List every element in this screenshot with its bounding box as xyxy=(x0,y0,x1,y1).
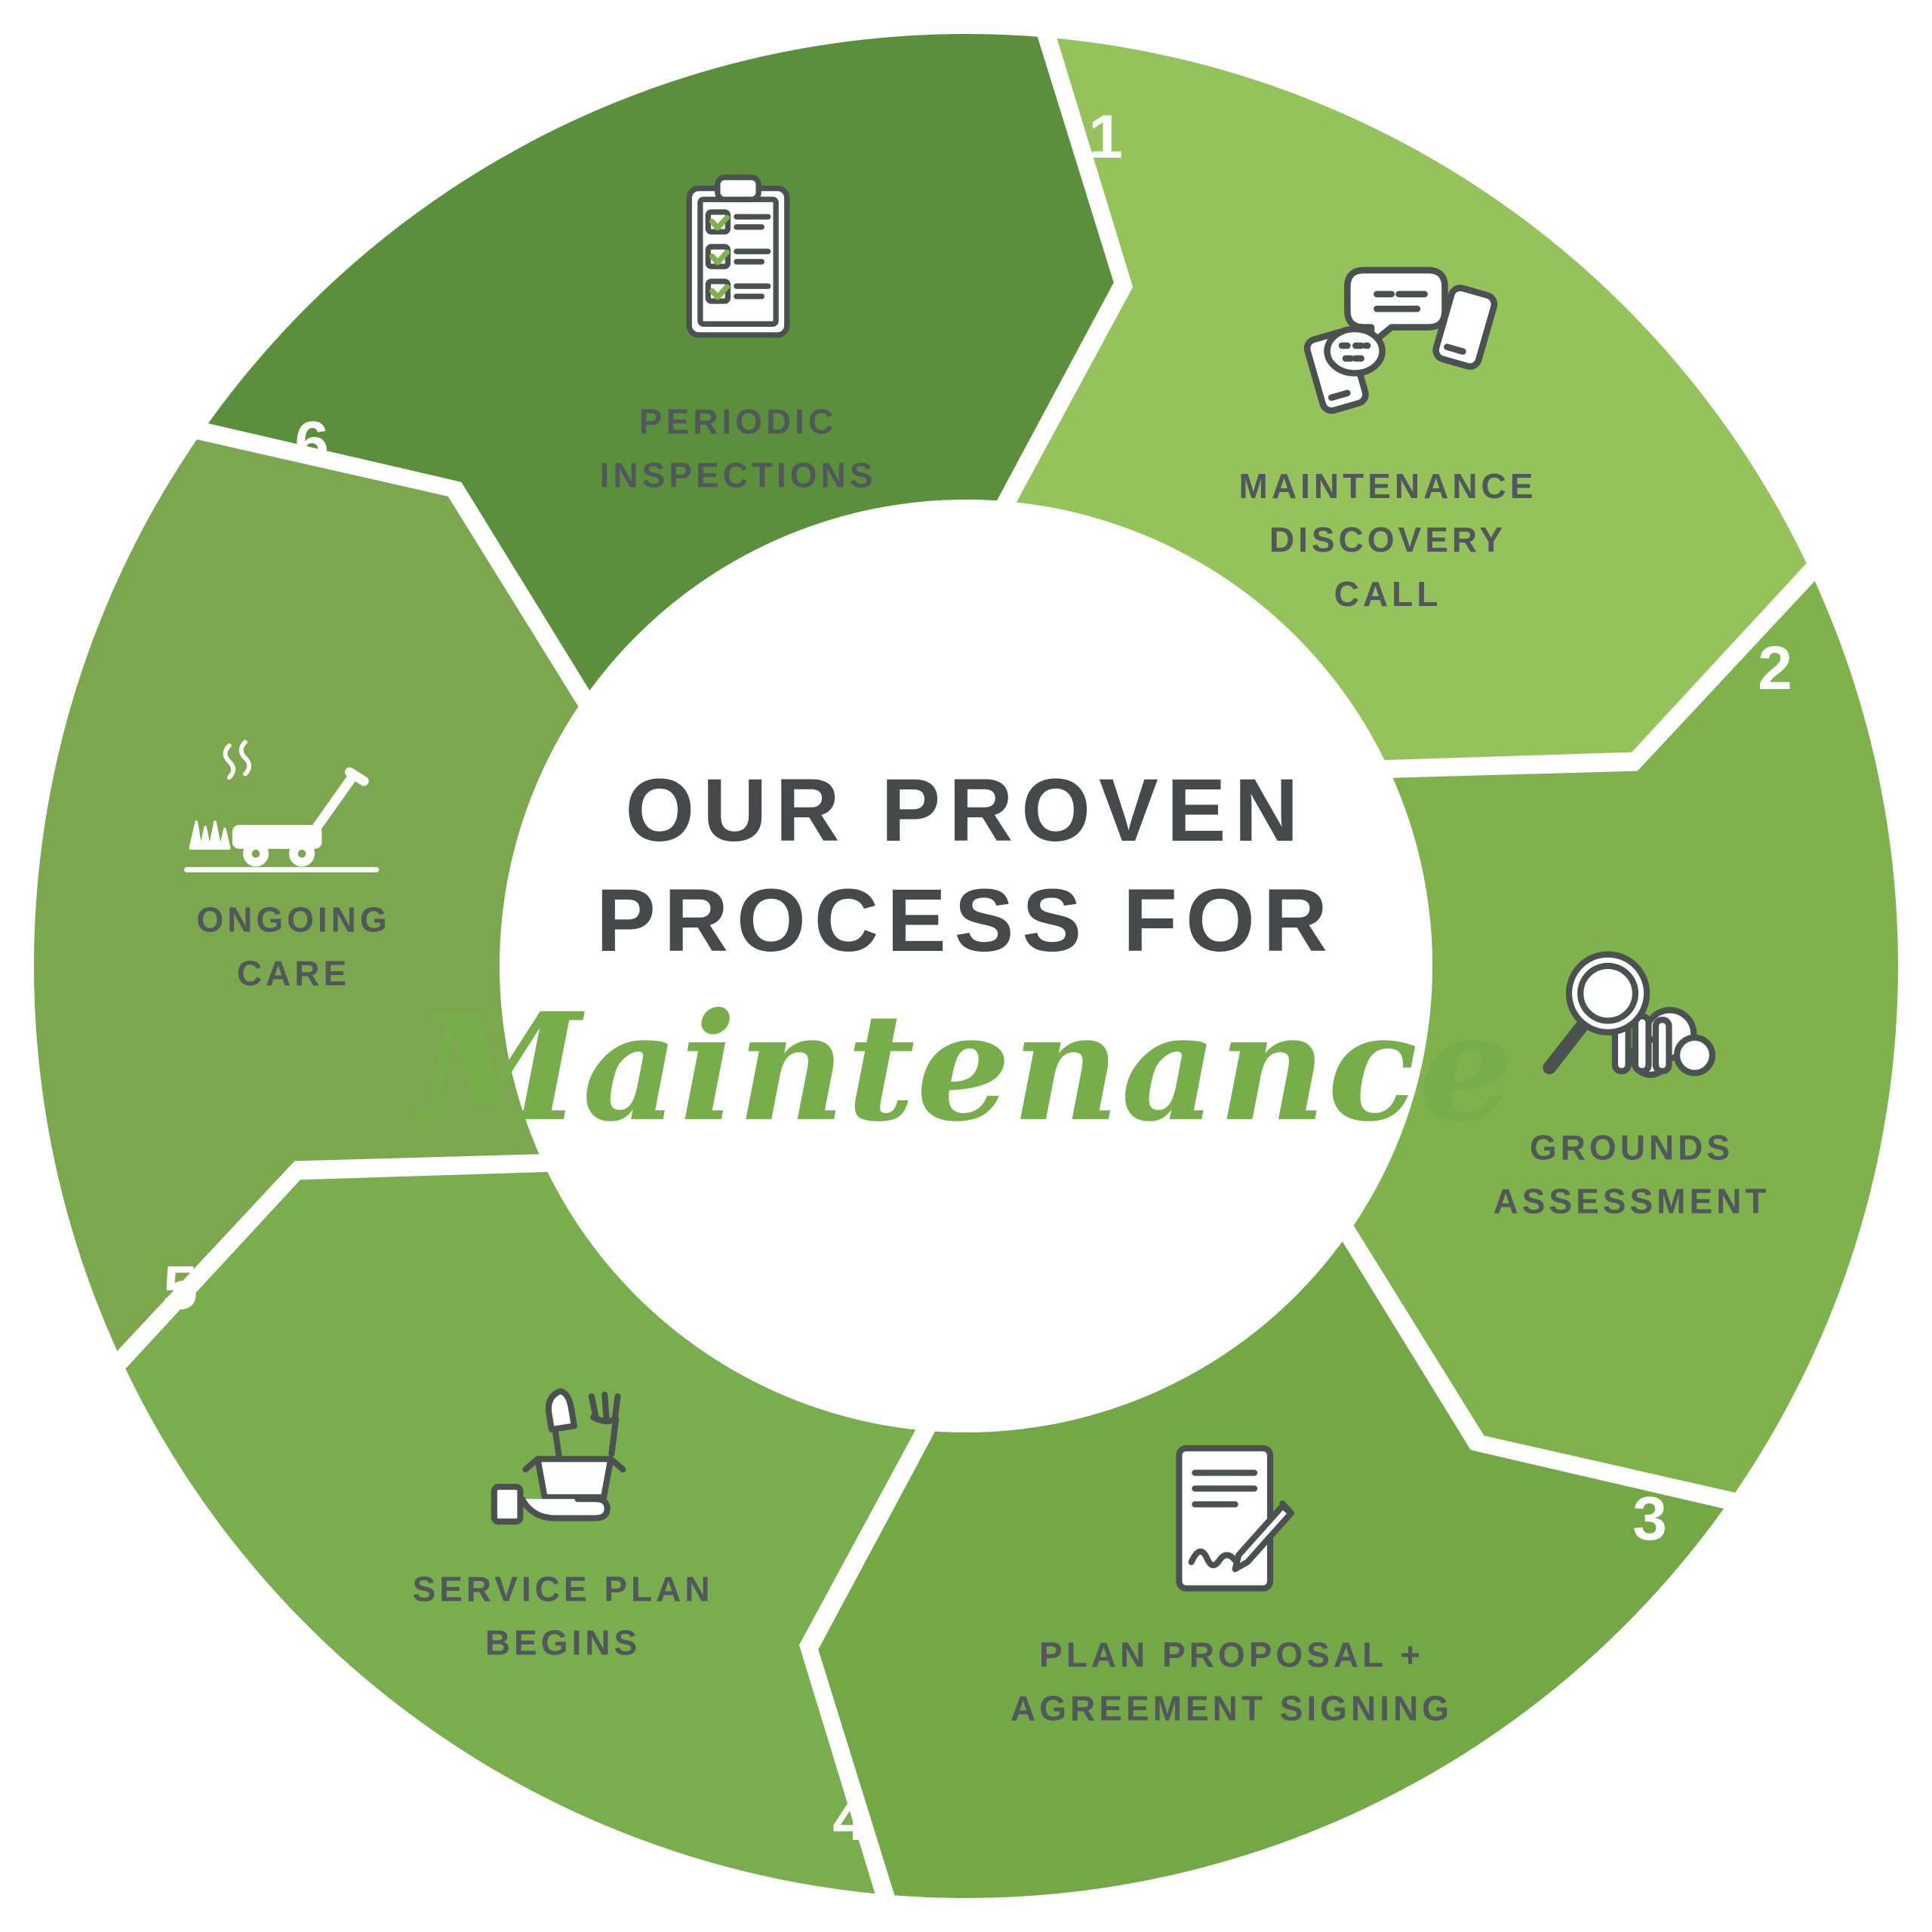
segment-number: 6 xyxy=(294,409,331,478)
segment-label: ONGOING CARE xyxy=(196,894,390,1001)
segment-label-line: BEGINS xyxy=(485,1623,641,1663)
center-hub xyxy=(500,500,1432,1432)
mower-icon xyxy=(180,731,383,882)
segment-4 xyxy=(125,1171,916,1894)
center-text-block: OUR PROVEN PROCESS FOR Maintenance xyxy=(417,755,1515,1149)
magnifier-grounds-icon xyxy=(1528,924,1723,1102)
segment-label-line: CALL xyxy=(1334,574,1442,614)
chat-bubbles-icon xyxy=(1300,250,1502,424)
segment-label-line: MAINTENANCE xyxy=(1238,466,1537,506)
segment-label: MAINTENANCE DISCOVERY CALL xyxy=(1239,460,1537,621)
segment-label-line: ONGOING xyxy=(196,900,391,940)
center-script-word: Maintenance xyxy=(417,980,1515,1155)
center-title-line1: OUR PROVEN xyxy=(625,760,1307,860)
segment-label-line: GROUNDS xyxy=(1529,1128,1734,1168)
clipboard-icon xyxy=(667,168,809,346)
segment-5 xyxy=(33,439,579,1352)
segment-number: 5 xyxy=(163,1254,199,1322)
document-signing-icon xyxy=(1144,1432,1319,1617)
segment-label-line: PERIODIC xyxy=(638,401,838,441)
segment-label: SERVICE PLAN BEGINS xyxy=(412,1563,713,1671)
segment-6 xyxy=(208,33,1114,691)
segment-label-line: INSPECTIONS xyxy=(599,456,877,495)
segment-label: PERIODIC INSPECTIONS xyxy=(600,395,877,503)
segment-1 xyxy=(1016,38,1807,761)
hand-tools-icon xyxy=(484,1372,666,1555)
segment-label-line: AGREEMENT SIGNING xyxy=(1011,1689,1453,1728)
segment-label-line: DISCOVERY xyxy=(1269,520,1507,560)
segment-number: 4 xyxy=(832,1785,869,1854)
segment-label: GROUNDS ASSESSMENT xyxy=(1494,1121,1770,1229)
segment-label: PLAN PROPOSAL + AGREEMENT SIGNING xyxy=(1011,1629,1453,1737)
segment-number: 2 xyxy=(1758,634,1794,703)
segment-number: 1 xyxy=(1088,103,1124,171)
segment-number: 3 xyxy=(1632,1484,1669,1553)
segment-label-line: CARE xyxy=(236,954,351,993)
segment-label-line: ASSESSMENT xyxy=(1493,1182,1770,1221)
center-title-line2: PROCESS FOR xyxy=(596,871,1336,971)
segment-label-line: PLAN PROPOSAL + xyxy=(1039,1635,1424,1675)
segment-label-line: SERVICE PLAN xyxy=(412,1569,714,1609)
